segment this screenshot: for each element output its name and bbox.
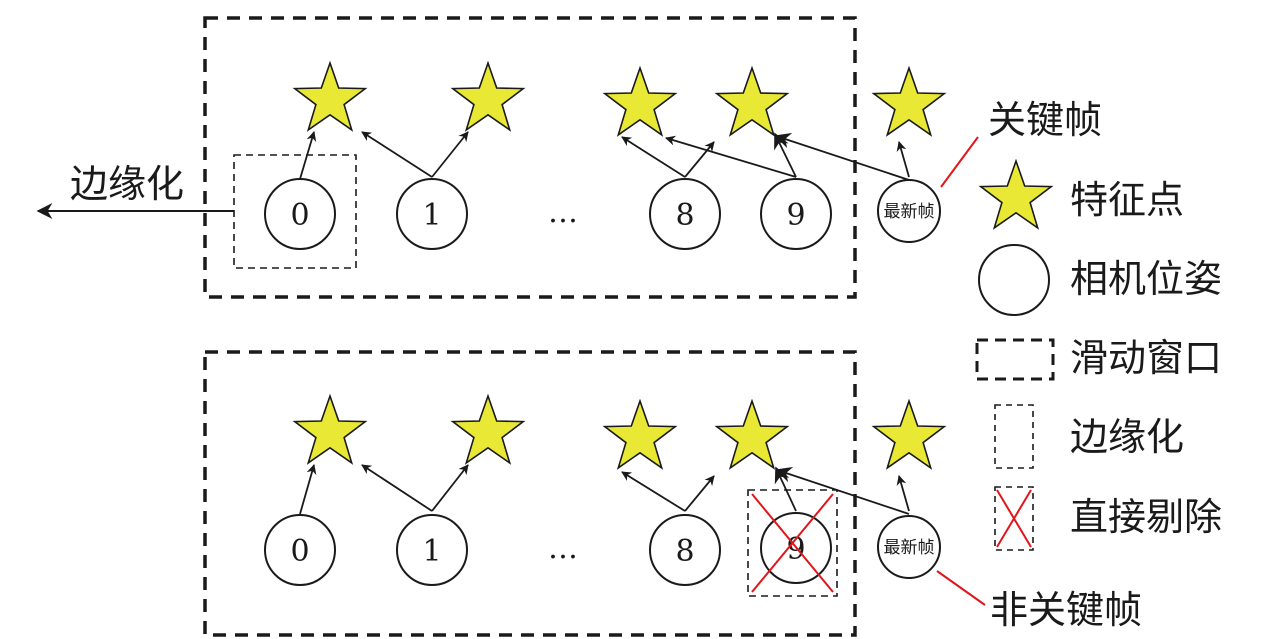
bottom-sliding-window-box <box>203 350 857 637</box>
feature-star-icon <box>602 65 678 137</box>
bottom-camera-pose-8: 8 <box>649 514 721 586</box>
legend-direct-remove: 直接剔除 <box>1070 495 1222 539</box>
keyframe-callout: 关键帧 <box>988 98 1102 142</box>
feature-star-icon <box>714 65 790 137</box>
top-sliding-window-box <box>203 16 857 299</box>
pose-label: 8 <box>675 534 694 569</box>
marginalize-label: 边缘化 <box>70 162 184 206</box>
bottom-camera-pose-9-removed: 9 <box>747 466 838 597</box>
feature-star-icon <box>871 398 947 470</box>
nonkeyframe-callout: 非关键帧 <box>990 588 1142 632</box>
bottom-observation-arrows <box>299 464 910 515</box>
latest-frame-label: 最新帧 <box>884 538 935 558</box>
top-ellipsis: … <box>548 195 578 230</box>
feature-star-icon <box>292 393 368 465</box>
legend-marginalize-icon <box>994 404 1034 469</box>
nonkeyframe-callout-line <box>936 570 986 606</box>
feature-star-icon <box>450 60 526 132</box>
top-observation-arrows <box>299 131 910 181</box>
legend-camera-pose: 相机位姿 <box>1070 257 1222 301</box>
pose-label: 8 <box>675 198 694 233</box>
top-latest-frame: 最新帧 <box>877 179 941 243</box>
bottom-ellipsis: … <box>548 531 578 566</box>
bottom-camera-pose-0: 0 <box>264 514 336 586</box>
bottom-camera-pose-1: 1 <box>396 514 468 586</box>
latest-frame-label: 最新帧 <box>884 202 935 222</box>
top-camera-pose-8: 8 <box>649 178 721 250</box>
keyframe-callout-line <box>940 136 979 188</box>
pose-label: 0 <box>290 534 309 569</box>
top-camera-pose-9: 9 <box>760 178 832 250</box>
legend-star-icon <box>978 158 1054 230</box>
pose-label: 0 <box>290 198 309 233</box>
pose-label: 1 <box>422 198 441 233</box>
feature-star-icon <box>714 398 790 470</box>
legend-sliding-window: 滑动窗口 <box>1070 336 1222 380</box>
legend-sliding-window-icon <box>975 338 1055 381</box>
legend-feature-point: 特征点 <box>1070 178 1184 222</box>
legend-circle-icon <box>978 244 1050 316</box>
pose-label: 9 <box>786 198 805 233</box>
top-camera-pose-0: 0 <box>264 178 336 250</box>
legend-marginalize: 边缘化 <box>1070 415 1184 459</box>
bottom-latest-frame: 最新帧 <box>877 515 941 579</box>
remove-box <box>747 489 838 597</box>
remove-cross-icon <box>751 493 834 593</box>
feature-star-icon <box>292 60 368 132</box>
top-camera-pose-1: 1 <box>396 178 468 250</box>
feature-star-icon <box>450 393 526 465</box>
feature-star-icon <box>871 65 947 137</box>
pose-label: 1 <box>422 534 441 569</box>
legend-remove-icon <box>994 486 1034 551</box>
feature-star-icon <box>602 398 678 470</box>
